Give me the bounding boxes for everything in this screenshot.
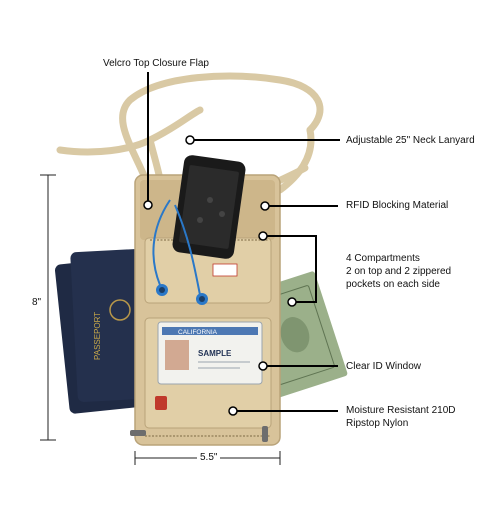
- callout-lines: [147, 72, 340, 412]
- compartments-label-1: 4 Compartments: [346, 253, 420, 264]
- moisture-label-1: Moisture Resistant 210D: [346, 405, 456, 416]
- clear-id-window: CALIFORNIA SAMPLE: [157, 321, 263, 385]
- id-state-text: CALIFORNIA: [178, 329, 218, 336]
- earbuds: [152, 199, 208, 305]
- height-dimension: [40, 174, 56, 441]
- callout-dots: [143, 135, 297, 416]
- velcro-label: Velcro Top Closure Flap: [103, 58, 209, 69]
- clear-id-label: Clear ID Window: [346, 361, 422, 372]
- id-sample-text: SAMPLE: [198, 349, 232, 358]
- compartments-label-3: pockets on each side: [346, 279, 440, 290]
- lanyard-label: Adjustable 25" Neck Lanyard: [346, 135, 475, 146]
- moisture-label-2: Ripstop Nylon: [346, 418, 409, 429]
- smartphone: [172, 155, 246, 259]
- rfid-label: RFID Blocking Material: [346, 200, 449, 211]
- compartments-label-2: 2 on top and 2 zippered: [346, 266, 452, 277]
- width-label: 5.5": [197, 452, 221, 463]
- height-label: 8": [31, 297, 43, 308]
- passport-text: PASSEPORT: [93, 312, 102, 360]
